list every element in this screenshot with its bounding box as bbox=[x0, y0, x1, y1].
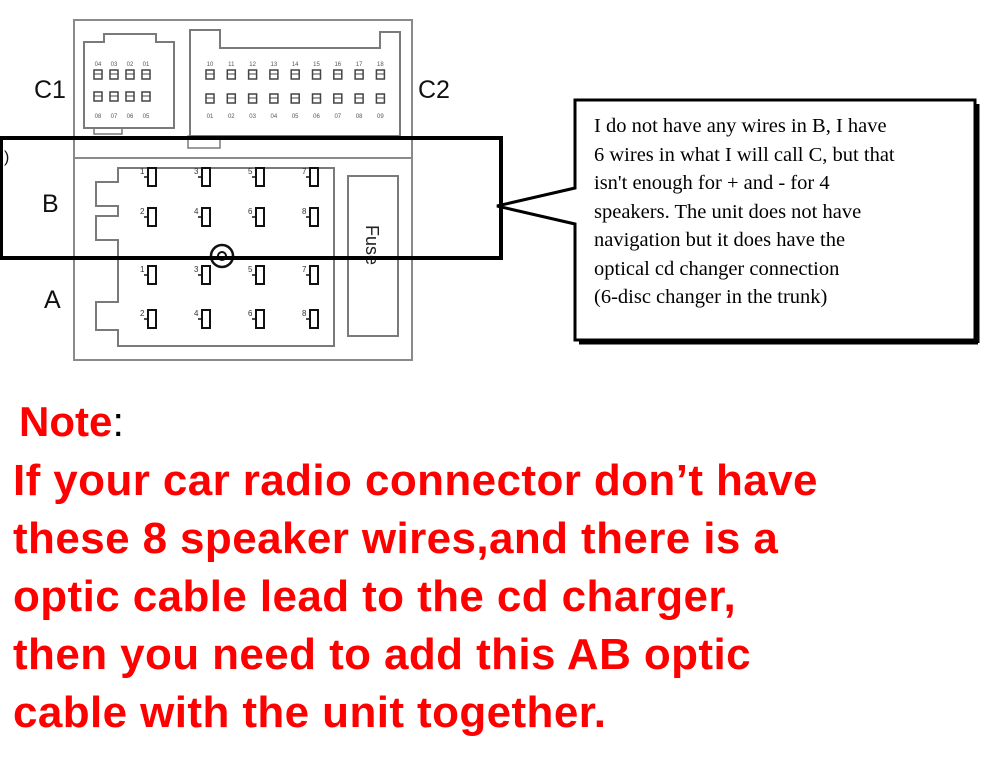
a-top-pin-number: 7 bbox=[302, 265, 307, 274]
a-bottom-pin-number: 8 bbox=[302, 309, 307, 318]
c2-top-pin-number: 14 bbox=[292, 62, 299, 68]
a-label: A bbox=[44, 286, 61, 314]
callout-line: 6 wires in what I will call C, but that bbox=[594, 143, 895, 166]
b-pin-group: 1 3 5 7 2 4 6 8 bbox=[140, 167, 319, 227]
c2-bottom-pin-number: 09 bbox=[377, 114, 384, 120]
c1-pin-group: 04 03 02 01 08 07 06 05 bbox=[93, 62, 151, 120]
callout-box bbox=[496, 98, 977, 342]
note-line: then you need to add this AB optic bbox=[13, 630, 751, 679]
note-block: Note: If your car radio connector don’t … bbox=[13, 398, 993, 742]
b-bottom-pin-number: 2 bbox=[140, 207, 145, 216]
c2-bottom-pin-number: 06 bbox=[313, 114, 320, 120]
c2-bottom-pin-number: 04 bbox=[271, 114, 278, 120]
a-top-pin-number: 5 bbox=[248, 265, 253, 274]
a-bottom-pin-number: 6 bbox=[248, 309, 253, 318]
connector-housing bbox=[73, 19, 413, 361]
a-bottom-pin-number: 2 bbox=[140, 309, 145, 318]
b-highlight-box bbox=[0, 136, 503, 260]
note-line: optic cable lead to the cd charger, bbox=[13, 572, 737, 621]
note-line: these 8 speaker wires,and there is a bbox=[13, 514, 779, 563]
callout-line: optical cd changer connection bbox=[594, 257, 840, 280]
c1-bottom-pin-number: 08 bbox=[95, 114, 102, 120]
c1-top-pin-number: 02 bbox=[127, 62, 134, 68]
callout-line: (6-disc changer in the trunk) bbox=[594, 286, 828, 308]
b-bottom-pin-number: 6 bbox=[248, 207, 253, 216]
edge-mark: ) bbox=[4, 149, 9, 166]
a-top-pin-number: 1 bbox=[140, 265, 145, 274]
c1-top-pin-number: 01 bbox=[143, 62, 150, 68]
c2-top-pin-number: 10 bbox=[207, 62, 214, 68]
c1-label: C1 bbox=[34, 76, 66, 104]
b-top-pin-number: 3 bbox=[194, 167, 199, 176]
c2-top-pin-number: 18 bbox=[377, 62, 384, 68]
c1-tab bbox=[93, 127, 123, 135]
c2-top-pin-number: 12 bbox=[249, 62, 256, 68]
callout-line: I do not have any wires in B, I have bbox=[594, 115, 887, 137]
c2-top-pin-number: 16 bbox=[334, 62, 341, 68]
note-title-colon: : bbox=[112, 398, 125, 445]
c2-bottom-pin-number: 03 bbox=[249, 114, 256, 120]
c1-top-pin-number: 04 bbox=[95, 62, 102, 68]
callout-text: I do not have any wires in B, I have 6 w… bbox=[594, 112, 966, 312]
b-bottom-pin-number: 8 bbox=[302, 207, 307, 216]
c2-top-pin-number: 11 bbox=[228, 62, 235, 68]
a-pin-group: 1 3 5 7 2 4 6 8 bbox=[140, 265, 319, 329]
c1-bottom-pin-number: 06 bbox=[127, 114, 134, 120]
b-bottom-pin-number: 4 bbox=[194, 207, 199, 216]
note-line: If your car radio connector don’t have bbox=[13, 456, 818, 505]
ab-housing bbox=[95, 167, 335, 347]
c2-bottom-pin-number: 07 bbox=[334, 114, 341, 120]
note-line: cable with the unit together. bbox=[13, 688, 607, 737]
note-title-text: Note bbox=[19, 398, 113, 445]
callout-line: navigation but it does have the bbox=[594, 229, 846, 251]
note-title: Note: bbox=[19, 398, 993, 446]
c2-pin-group: 10 11 12 13 14 15 16 17 18 01 02 03 04 05 06 07 08 09 bbox=[205, 62, 386, 120]
c2-bottom-pin-number: 05 bbox=[292, 114, 299, 120]
a-bottom-pin-number: 4 bbox=[194, 309, 199, 318]
b-label: B bbox=[42, 190, 59, 218]
c2-bottom-pin-number: 02 bbox=[228, 114, 235, 120]
c2-top-pin-number: 17 bbox=[356, 62, 363, 68]
c2-top-pin-number: 15 bbox=[313, 62, 320, 68]
c2-top-pin-number: 13 bbox=[271, 62, 278, 68]
b-top-pin-number: 1 bbox=[140, 167, 145, 176]
c2-label: C2 bbox=[418, 76, 450, 104]
c1-bottom-pin-number: 07 bbox=[111, 114, 118, 120]
b-top-pin-number: 5 bbox=[248, 167, 253, 176]
fuse-label: Fuse bbox=[362, 225, 382, 265]
c2-bottom-pin-number: 01 bbox=[207, 114, 214, 120]
callout-line: speakers. The unit does not have bbox=[594, 200, 862, 223]
c2-bottom-pin-number: 08 bbox=[356, 114, 363, 120]
callout-line: isn't enough for + and - for 4 bbox=[594, 172, 830, 194]
c1-top-pin-number: 03 bbox=[111, 62, 118, 68]
b-top-pin-number: 7 bbox=[302, 167, 307, 176]
c1-bottom-pin-number: 05 bbox=[143, 114, 150, 120]
a-top-pin-number: 3 bbox=[194, 265, 199, 274]
